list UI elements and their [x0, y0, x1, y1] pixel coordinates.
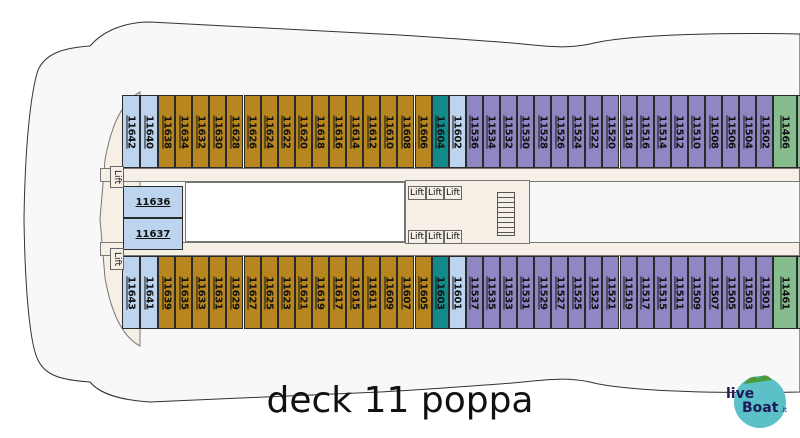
cabin-11520[interactable]: 11520	[602, 95, 620, 168]
cabin-11629[interactable]: 11629	[226, 256, 244, 329]
cabin-11620[interactable]: 11620	[294, 95, 312, 168]
lift-center-top-1[interactable]: Lift	[408, 186, 426, 200]
cabin-11633[interactable]: 11633	[192, 256, 210, 329]
cabin-11607[interactable]: 11607	[397, 256, 415, 329]
liveboat-logo: live Boat .it	[726, 375, 787, 428]
cabin-11528[interactable]: 11528	[534, 95, 552, 168]
cabin-11509[interactable]: 11509	[687, 256, 705, 329]
cabin-11507[interactable]: 11507	[705, 256, 723, 329]
cabin-11610[interactable]: 11610	[380, 95, 398, 168]
lift-left-top[interactable]: Lift	[110, 166, 124, 188]
cabin-11510[interactable]: 11510	[687, 95, 705, 168]
cabin-11641[interactable]: 11641	[140, 256, 158, 329]
lift-center-bottom-3[interactable]: Lift	[444, 230, 462, 244]
cabin-11626[interactable]: 11626	[243, 95, 261, 168]
cabin-11621[interactable]: 11621	[294, 256, 312, 329]
cabin-11637[interactable]: 11637	[123, 218, 183, 250]
corridor-bottom	[100, 242, 800, 256]
lift-center-bottom-1[interactable]: Lift	[408, 230, 426, 244]
cabin-11616[interactable]: 11616	[329, 95, 347, 168]
cabin-11619[interactable]: 11619	[311, 256, 329, 329]
cabin-11601[interactable]: 11601	[448, 256, 466, 329]
logo-text-live: live	[726, 386, 754, 402]
cabin-11461[interactable]: 11461	[773, 256, 798, 329]
cabin-11617[interactable]: 11617	[329, 256, 347, 329]
lift-center-bottom-2[interactable]: Lift	[426, 230, 444, 244]
cabin-11632[interactable]: 11632	[192, 95, 210, 168]
lift-center-top-3[interactable]: Lift	[444, 186, 462, 200]
cabin-11506[interactable]: 11506	[722, 95, 740, 168]
cabin-11525[interactable]: 11525	[568, 256, 586, 329]
cabin-11526[interactable]: 11526	[551, 95, 569, 168]
cabin-11640[interactable]: 11640	[140, 95, 158, 168]
cabin-11524[interactable]: 11524	[568, 95, 586, 168]
cabin-11636[interactable]: 11636	[123, 186, 183, 218]
cabin-11628[interactable]: 11628	[226, 95, 244, 168]
cabin-11522[interactable]: 11522	[585, 95, 603, 168]
cabin-11527[interactable]: 11527	[551, 256, 569, 329]
cabin-11508[interactable]: 11508	[705, 95, 723, 168]
cabin-11643[interactable]: 11643	[122, 256, 140, 329]
cabin-11609[interactable]: 11609	[380, 256, 398, 329]
cabin-11514[interactable]: 11514	[653, 95, 671, 168]
cabin-11603[interactable]: 11603	[431, 256, 449, 329]
staircase	[497, 192, 515, 236]
cabin-11639[interactable]: 11639	[158, 256, 176, 329]
cabin-11511[interactable]: 11511	[670, 256, 688, 329]
cabin-11516[interactable]: 11516	[636, 95, 654, 168]
cabin-11530[interactable]: 11530	[516, 95, 534, 168]
cabin-11531[interactable]: 11531	[516, 256, 534, 329]
cabin-11604[interactable]: 11604	[431, 95, 449, 168]
cabin-11623[interactable]: 11623	[277, 256, 295, 329]
lift-left-bottom[interactable]: Lift	[110, 248, 124, 270]
cabin-11606[interactable]: 11606	[414, 95, 432, 168]
cabin-11624[interactable]: 11624	[260, 95, 278, 168]
cabin-11521[interactable]: 11521	[602, 256, 620, 329]
cabin-11518[interactable]: 11518	[619, 95, 637, 168]
cabin-11605[interactable]: 11605	[414, 256, 432, 329]
cabin-11642[interactable]: 11642	[122, 95, 140, 168]
cabin-11533[interactable]: 11533	[499, 256, 517, 329]
cabin-11625[interactable]: 11625	[260, 256, 278, 329]
cabin-11512[interactable]: 11512	[670, 95, 688, 168]
central-open-area	[185, 182, 405, 242]
cabin-11602[interactable]: 11602	[448, 95, 466, 168]
cabin-11501[interactable]: 11501	[756, 256, 774, 329]
cabin-11631[interactable]: 11631	[209, 256, 227, 329]
cabin-11502[interactable]: 11502	[756, 95, 774, 168]
cabin-11535[interactable]: 11535	[482, 256, 500, 329]
cabin-11537[interactable]: 11537	[465, 256, 483, 329]
cabin-11615[interactable]: 11615	[346, 256, 364, 329]
cabin-11532[interactable]: 11532	[499, 95, 517, 168]
cabin-11638[interactable]: 11638	[158, 95, 176, 168]
deck-title: deck 11 poppa	[266, 380, 534, 421]
cabin-11466[interactable]: 11466	[773, 95, 798, 168]
cabin-11519[interactable]: 11519	[619, 256, 637, 329]
logo-text-boat: Boat	[742, 400, 779, 416]
cabin-11630[interactable]: 11630	[209, 95, 227, 168]
cabin-11618[interactable]: 11618	[311, 95, 329, 168]
logo-text-it: .it	[780, 406, 787, 414]
cabin-11534[interactable]: 11534	[482, 95, 500, 168]
cabin-11503[interactable]: 11503	[739, 256, 757, 329]
cabin-11635[interactable]: 11635	[175, 256, 193, 329]
cabin-11614[interactable]: 11614	[346, 95, 364, 168]
cabin-11504[interactable]: 11504	[739, 95, 757, 168]
cabin-11464[interactable]: 11464	[797, 95, 800, 168]
cabin-11523[interactable]: 11523	[585, 256, 603, 329]
cabin-11611[interactable]: 11611	[363, 256, 381, 329]
cabin-11627[interactable]: 11627	[243, 256, 261, 329]
cabin-11517[interactable]: 11517	[636, 256, 654, 329]
cabin-11634[interactable]: 11634	[175, 95, 193, 168]
cabin-11515[interactable]: 11515	[653, 256, 671, 329]
cabin-11622[interactable]: 11622	[277, 95, 295, 168]
cabin-11612[interactable]: 11612	[363, 95, 381, 168]
cabin-11536[interactable]: 11536	[465, 95, 483, 168]
cabin-11459[interactable]: 11459	[797, 256, 800, 329]
cabin-11529[interactable]: 11529	[534, 256, 552, 329]
cabin-11608[interactable]: 11608	[397, 95, 415, 168]
cabin-11505[interactable]: 11505	[722, 256, 740, 329]
lift-center-top-2[interactable]: Lift	[426, 186, 444, 200]
